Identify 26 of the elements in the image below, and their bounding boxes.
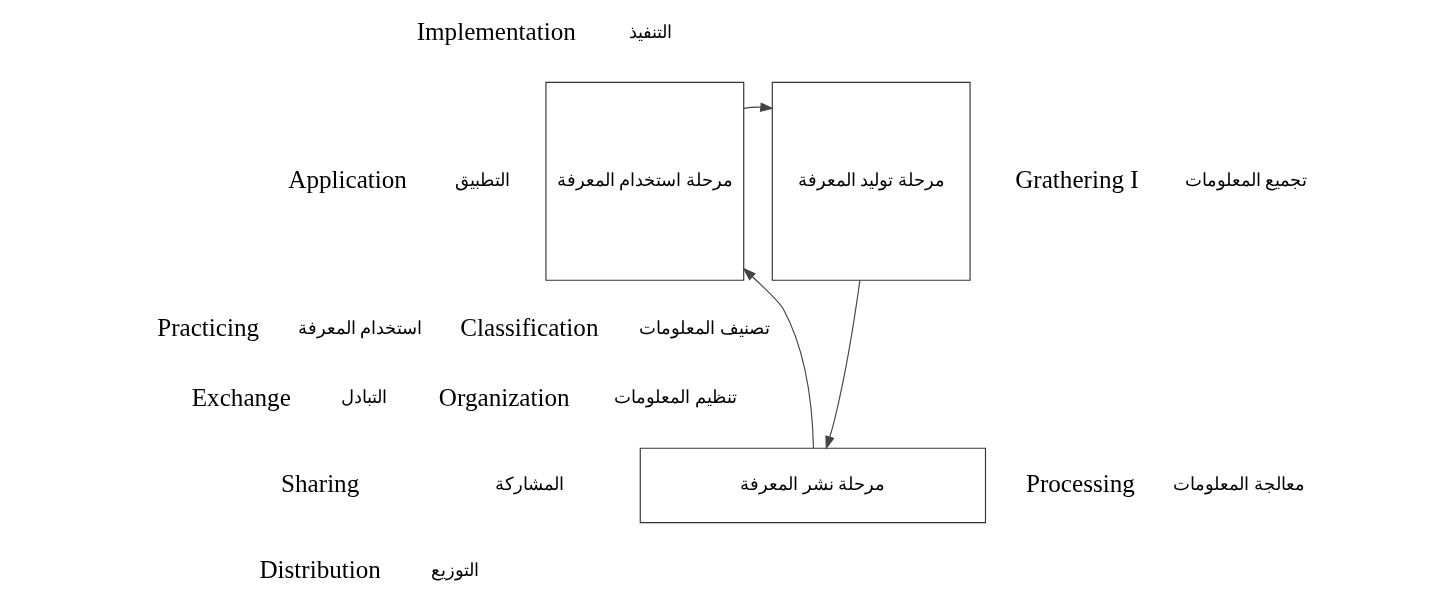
label: تنظيم المعلومات [614, 387, 737, 408]
label: تصنيف المعلومات [638, 317, 770, 338]
label: Classification [460, 313, 599, 341]
label: استخدام المعرفة [297, 317, 423, 338]
label: Grathering I [1015, 165, 1139, 193]
arrow [825, 279, 861, 450]
arrow [743, 102, 774, 112]
label: التطبيق [455, 169, 511, 190]
label: التنفيذ [629, 21, 673, 42]
label: معالجة المعلومات [1173, 473, 1306, 494]
node-box: مرحلة توليد المعرفة [771, 81, 971, 281]
node-box: مرحلة نشر المعرفة [639, 447, 987, 524]
label: Implementation [416, 17, 576, 45]
label: التبادل [340, 387, 387, 408]
label: Application [288, 165, 407, 193]
label: التوزيع [431, 560, 480, 581]
label: Exchange [191, 383, 291, 411]
label: Organization [438, 383, 570, 411]
arrow [742, 267, 815, 449]
label: المشاركة [494, 473, 564, 494]
node-box: مرحلة استخدام المعرفة [545, 81, 745, 281]
label: Practicing [157, 313, 260, 341]
label: Sharing [281, 469, 360, 497]
label: Distribution [259, 556, 381, 584]
label: تجميع المعلومات [1184, 169, 1308, 190]
label: Processing [1025, 469, 1135, 497]
